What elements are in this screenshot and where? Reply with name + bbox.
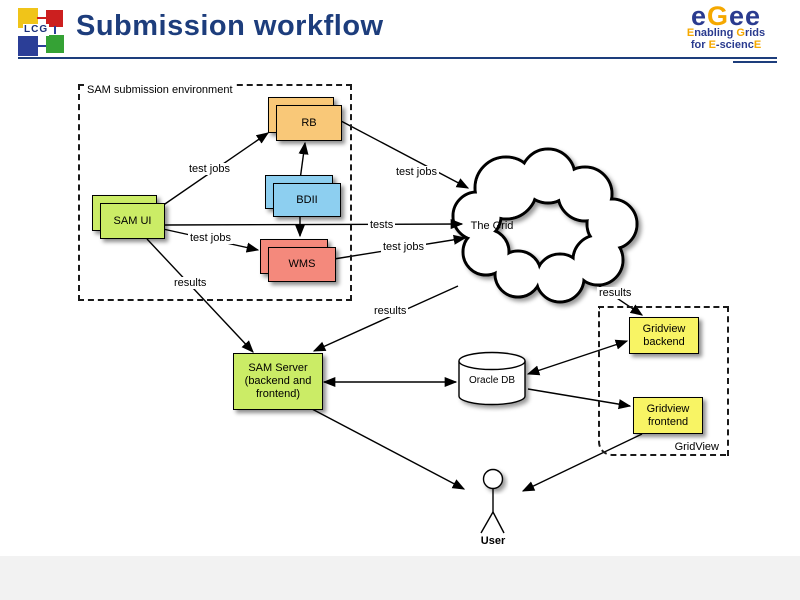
- slide-bottom-band: [0, 556, 800, 600]
- page-title: Submission workflow: [76, 10, 384, 42]
- gridview-group-label: GridView: [671, 441, 722, 453]
- rb-node: RB: [276, 105, 342, 141]
- egee-tagline-1: Enabling Grids: [686, 27, 766, 39]
- edge-label-testjobs-wms-grid: test jobs: [381, 241, 426, 253]
- gridview-group: GridView: [598, 306, 729, 456]
- gridview-backend-node: Gridview backend: [629, 317, 699, 354]
- arrow-grid-to-server: [312, 285, 459, 352]
- sam-env-group-label: SAM submission environment: [84, 84, 236, 96]
- arrow-rb-to-grid: [340, 120, 470, 189]
- grid-cloud-label: The Grid: [470, 220, 514, 232]
- lcg-dash-connector: [37, 45, 46, 47]
- edge-label-testjobs-ui-wms: test jobs: [188, 232, 233, 244]
- egee-letter: e: [690, 1, 707, 31]
- arrow-db-to-frontend: [527, 388, 632, 410]
- egee-logo: eGee Enabling Grids for E-sciencE: [674, 1, 778, 51]
- arrow-server-to-user: [311, 408, 466, 490]
- edge-label-results-grid-server: results: [372, 305, 409, 317]
- user-figure: [480, 468, 505, 534]
- arrow-frontend-to-user: [521, 433, 643, 492]
- edge-label-results-ui-server: results: [172, 277, 209, 289]
- arrow-samui-to-server: [146, 238, 254, 353]
- edge-label-testjobs-ui-rb: test jobs: [187, 163, 232, 175]
- lcg-dash-connector: [37, 17, 46, 19]
- header-divider-segment: [733, 61, 777, 63]
- edge-label-results-grid-backend: results: [597, 287, 634, 299]
- arrow-bdii-to-rb: [298, 141, 309, 181]
- oracle-db-label: Oracle DB: [468, 375, 516, 386]
- sam-server-node: SAM Server (backend and frontend): [233, 353, 323, 410]
- gridview-frontend-node: Gridview frontend: [633, 397, 703, 434]
- egee-logo-word: eGee: [674, 1, 778, 31]
- egee-letter: e: [745, 1, 762, 31]
- user-label: User: [480, 535, 506, 547]
- sam-ui-node: SAM UI: [100, 203, 165, 239]
- oracle-db-cylinder: [458, 351, 526, 406]
- lcg-green-square: [46, 35, 64, 53]
- arrow-db-backend: [526, 339, 629, 376]
- grid-cloud: [451, 147, 639, 304]
- wms-node: WMS: [268, 247, 336, 282]
- egee-tagline-2: for E-sciencE: [690, 38, 762, 51]
- lcg-blue-square: [18, 36, 38, 56]
- lcg-dash-connector: [54, 26, 56, 34]
- sam-submission-environment-group: SAM submission environment: [78, 84, 352, 301]
- header-divider: [18, 57, 777, 59]
- bdii-node: BDII: [273, 183, 341, 217]
- lcg-logo-icon: LCG: [16, 6, 68, 56]
- lcg-logo-text: LCG: [23, 24, 50, 36]
- egee-letter: G: [706, 1, 729, 31]
- lcg-yellow-square: [18, 8, 38, 28]
- edge-label-tests: tests: [368, 219, 396, 231]
- lcg-red-square: [46, 10, 63, 27]
- edge-label-testjobs-rb-grid: test jobs: [394, 166, 439, 178]
- egee-letter: e: [728, 1, 746, 31]
- arrow-samui-to-grid: [163, 218, 464, 230]
